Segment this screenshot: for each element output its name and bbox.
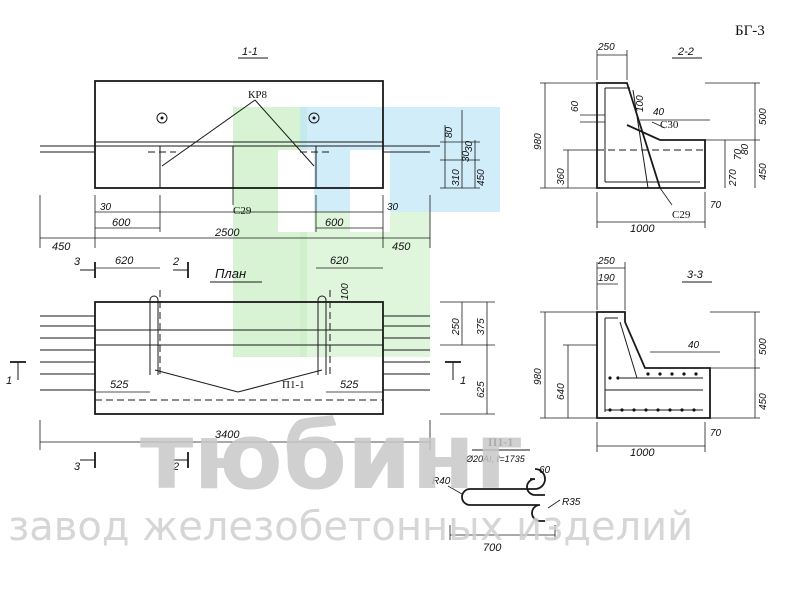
section-marks: 3 2 3 2 1 1 xyxy=(6,256,466,473)
detail-r40: R40 xyxy=(432,476,451,487)
dim-plan-625: 625 xyxy=(476,381,487,398)
dim-plan-525-right: 525 xyxy=(340,379,359,391)
dim-plan-100: 100 xyxy=(340,283,351,300)
detail-p1-1: П1-1 Ø20АI, ℓ=1735 R40 60 R35 700 xyxy=(432,435,581,554)
dim-elev-30-left: 30 xyxy=(100,202,112,213)
dim-33-500: 500 xyxy=(758,338,769,355)
dim-elev-450-right: 450 xyxy=(392,241,411,253)
dim-elev-80: 80 xyxy=(444,126,455,138)
dim-22-270: 270 xyxy=(728,169,739,187)
section-title-1-1: 1-1 xyxy=(242,46,258,58)
dim-elev-450-left: 450 xyxy=(52,241,71,253)
dim-33-640: 640 xyxy=(556,383,567,400)
dim-elev-2500: 2500 xyxy=(214,227,240,239)
dim-33-40: 40 xyxy=(688,340,700,351)
dim-22-100: 100 xyxy=(635,95,646,112)
detail-700: 700 xyxy=(483,542,502,554)
watermark-brand: тюбинг xyxy=(140,403,523,510)
plan-view: План П1-1 xyxy=(40,266,430,415)
dim-22-360: 360 xyxy=(556,168,567,185)
dim-plan-3400: 3400 xyxy=(215,429,240,441)
dim-22-450: 450 xyxy=(758,163,769,180)
label-c30: С30 xyxy=(660,119,679,131)
dim-22-500: 500 xyxy=(758,108,769,125)
mark-3-bottom: 3 xyxy=(74,461,81,473)
mark-2-top: 2 xyxy=(172,256,179,268)
label-p11-plan: П1-1 xyxy=(282,379,305,391)
dim-elev-600-left: 600 xyxy=(112,217,131,229)
dim-elev-30a: 30 xyxy=(461,150,472,162)
label-c29-section: С29 xyxy=(672,209,691,221)
mark-2-bottom: 2 xyxy=(172,461,179,473)
elevation-dimensions: 30 600 600 30 450 2500 450 80 310 30 30 … xyxy=(39,110,487,253)
dim-22-1000: 1000 xyxy=(630,223,655,235)
dim-plan-525-left: 525 xyxy=(110,379,129,391)
detail-title: П1-1 xyxy=(488,435,513,449)
detail-r35: R35 xyxy=(562,497,581,508)
mark-1-right: 1 xyxy=(460,375,466,387)
dim-elev-30-right: 30 xyxy=(387,202,399,213)
dim-elev-450-vertical: 450 xyxy=(476,169,487,186)
dim-22-40: 40 xyxy=(653,107,665,118)
dim-elev-30b: 30 xyxy=(464,140,475,152)
sheet-code: БГ-3 xyxy=(735,23,765,39)
mark-3-top: 3 xyxy=(74,256,81,268)
plan-dimensions: 620 620 100 250 375 625 525 525 3400 xyxy=(39,255,495,450)
watermark-subtitle: завод железобетонных изделий xyxy=(8,504,693,550)
section-title-3-3: 3-3 xyxy=(687,269,704,281)
dim-elev-600-right: 600 xyxy=(325,217,344,229)
dim-22-70b: 70 xyxy=(710,200,722,211)
dim-plan-375: 375 xyxy=(476,318,487,335)
section-title-2-2: 2-2 xyxy=(677,46,694,58)
section-2-2-dimensions: 250 60 100 40 980 360 500 450 270 70 80 … xyxy=(533,42,769,235)
mark-1-left: 1 xyxy=(6,375,12,387)
dim-plan-250: 250 xyxy=(451,318,462,336)
dim-plan-620-left: 620 xyxy=(115,255,134,267)
section-3-3: 3-3 xyxy=(596,269,712,419)
label-c29-elevation: С29 xyxy=(233,205,252,217)
watermark-logo xyxy=(233,107,500,357)
dim-22-250: 250 xyxy=(597,42,615,53)
dim-33-70: 70 xyxy=(710,428,722,439)
dim-22-70a: 70 xyxy=(733,148,744,160)
dim-22-60: 60 xyxy=(570,100,581,112)
detail-spec: Ø20АI, ℓ=1735 xyxy=(465,454,526,464)
section-2-2: 2-2 С30 С29 xyxy=(580,46,710,221)
elevation-1-1: 1-1 КР8 С29 xyxy=(40,46,440,217)
dim-plan-620-right: 620 xyxy=(330,255,349,267)
dim-22-80: 80 xyxy=(740,143,751,155)
dim-22-980: 980 xyxy=(533,133,544,150)
dim-33-1000: 1000 xyxy=(630,447,655,459)
detail-60: 60 xyxy=(539,465,551,476)
plan-title: План xyxy=(215,266,246,281)
label-kr8: КР8 xyxy=(248,89,267,101)
dim-33-190: 190 xyxy=(598,273,615,284)
section-3-3-dimensions: 250 190 40 980 640 500 450 1000 70 xyxy=(533,256,769,459)
dim-33-980: 980 xyxy=(533,368,544,385)
dim-elev-310: 310 xyxy=(451,169,462,186)
dim-33-250: 250 xyxy=(597,256,615,267)
dim-33-450: 450 xyxy=(758,393,769,410)
